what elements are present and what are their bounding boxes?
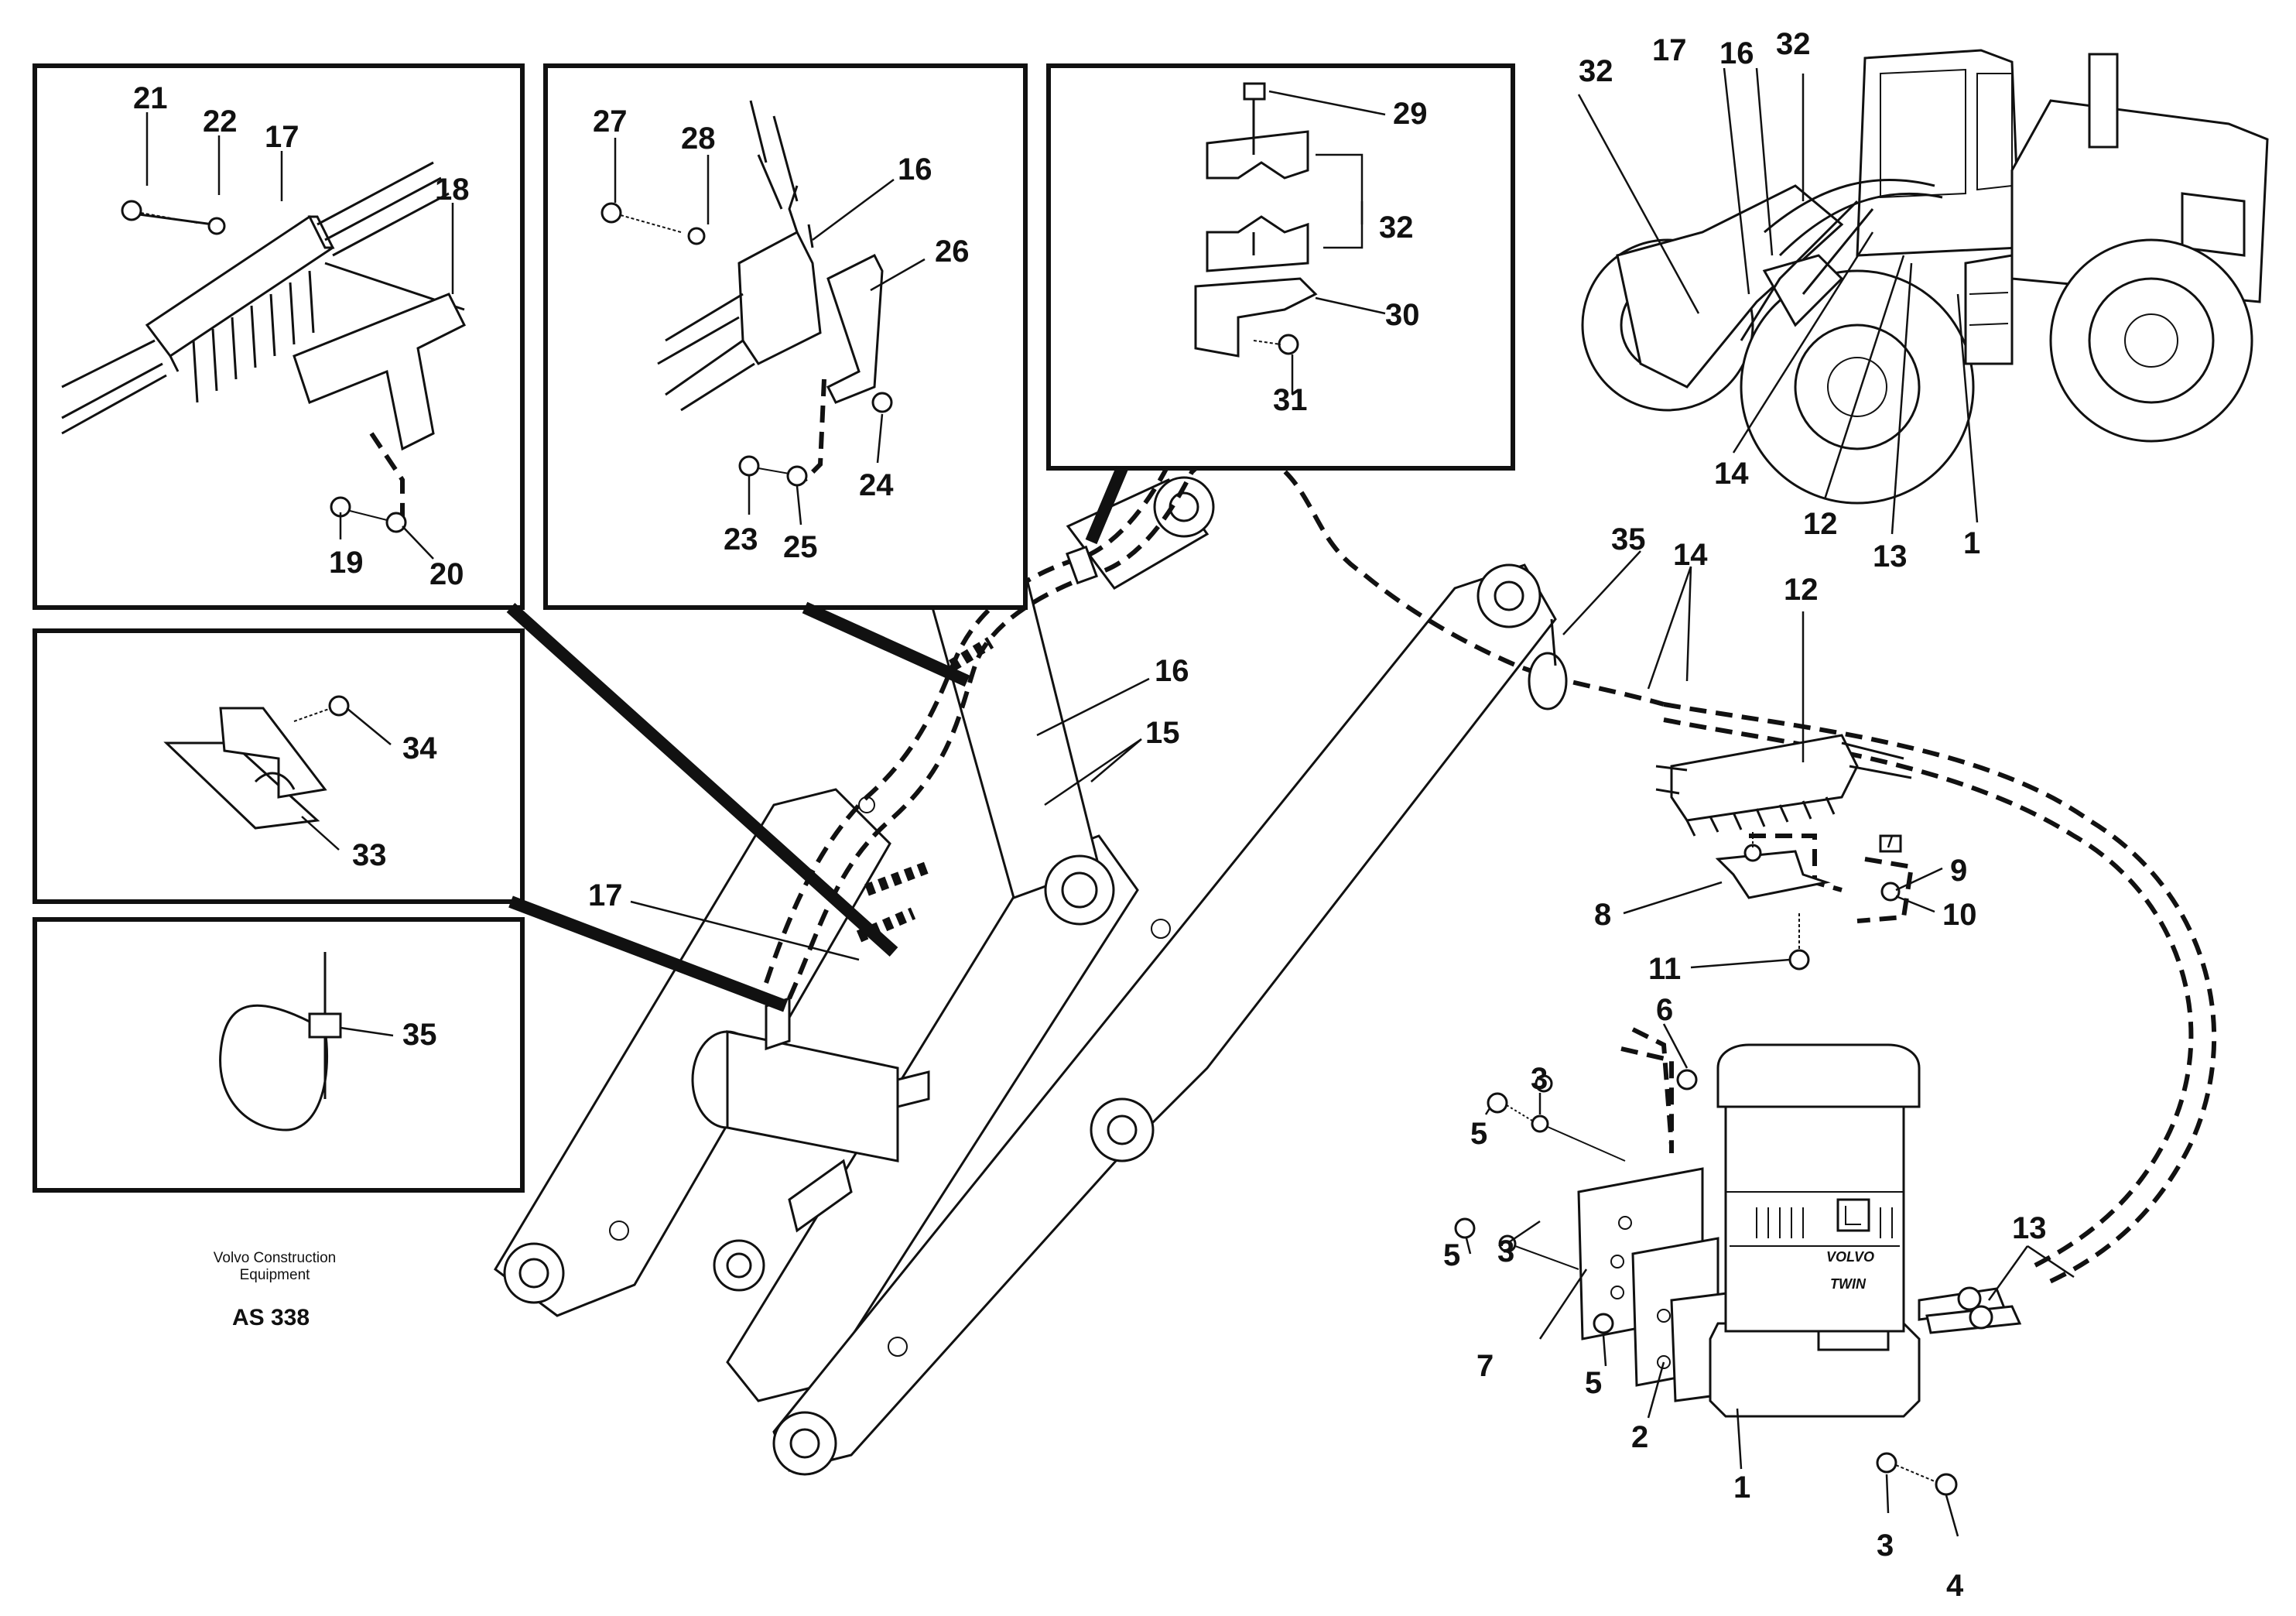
callout-18: 18 (435, 173, 470, 207)
callout-35-inset: 35 (402, 1018, 437, 1052)
callout-23: 23 (724, 522, 758, 556)
callout-33: 33 (352, 838, 387, 872)
callout-5-top: 5 (1470, 1117, 1487, 1151)
callout-13: 13 (2012, 1211, 2047, 1245)
callout-2: 2 (1631, 1420, 1648, 1454)
callout-28: 28 (681, 122, 716, 156)
callout-35: 35 (1611, 522, 1646, 556)
callout-12: 12 (1784, 573, 1819, 607)
inset-cable-tie-35 (33, 917, 525, 1193)
inset-distributor-17 (33, 63, 525, 610)
credit-line-2: Equipment (240, 1267, 311, 1283)
callout-4: 4 (1946, 1569, 1964, 1603)
hose-routing (764, 438, 2217, 1287)
leader-lines (145, 67, 2075, 1537)
callout-16-loader: 16 (1719, 36, 1754, 70)
callout-32-left: 32 (1579, 54, 1613, 88)
vent-slots (1756, 1207, 1893, 1238)
distributor-12 (1655, 734, 1912, 971)
callout-34: 34 (402, 731, 437, 765)
wheel-loader-overview (1581, 49, 2269, 505)
callout-16-boom: 16 (1155, 654, 1189, 688)
callout-12-loader: 12 (1803, 507, 1838, 541)
callout-29: 29 (1393, 97, 1428, 131)
drawing-code: AS 338 (232, 1305, 310, 1330)
credit-line-1: Volvo Construction (214, 1250, 336, 1266)
callout-5-mid: 5 (1443, 1238, 1460, 1272)
callout-16: 16 (898, 152, 932, 187)
callout-21: 21 (133, 81, 168, 115)
callout-6: 6 (1656, 993, 1673, 1027)
callout-22: 22 (203, 104, 238, 139)
callout-14-loader: 14 (1714, 457, 1749, 491)
pump-brand: VOLVO (1826, 1249, 1874, 1265)
callout-3-top: 3 (1531, 1062, 1548, 1096)
callout-3-mid: 3 (1497, 1234, 1514, 1268)
callout-17-boom: 17 (588, 878, 623, 912)
callout-3-bottom: 3 (1877, 1529, 1894, 1563)
callout-5-low: 5 (1585, 1366, 1602, 1400)
callout-17-loader: 17 (1652, 33, 1687, 67)
lift-arm-assembly (494, 476, 1557, 1476)
pump-model: TWIN (1830, 1276, 1867, 1292)
cable-tie-on-hose (1528, 618, 1568, 710)
callout-7: 7 (1476, 1349, 1494, 1383)
callout-32: 32 (1379, 211, 1414, 245)
lube-pump-unit (1454, 1043, 2022, 1496)
inset-block-16 (543, 63, 1028, 610)
callout-32-right: 32 (1776, 27, 1811, 61)
inset-clip-33 (33, 628, 525, 904)
callout-25: 25 (783, 530, 818, 564)
callout-1: 1 (1733, 1470, 1750, 1505)
inset-clamp-32 (1046, 63, 1515, 471)
callout-15: 15 (1145, 716, 1180, 750)
callout-labels: 21 22 17 18 19 20 27 28 16 26 23 25 24 2… (133, 27, 2047, 1603)
callout-11: 11 (1648, 952, 1681, 986)
callout-26: 26 (935, 235, 970, 269)
callout-27: 27 (593, 104, 628, 139)
callout-19: 19 (329, 546, 364, 580)
inset-connectors (506, 465, 1128, 1012)
callout-30: 30 (1385, 298, 1420, 332)
callout-8: 8 (1594, 898, 1611, 932)
callout-9: 9 (1950, 854, 1967, 888)
callout-1-loader: 1 (1963, 526, 1980, 560)
callout-10: 10 (1942, 898, 1977, 932)
callout-24: 24 (859, 468, 894, 502)
callout-17: 17 (265, 120, 299, 154)
callout-20: 20 (429, 557, 464, 591)
callout-14: 14 (1673, 538, 1708, 572)
callout-31: 31 (1273, 383, 1308, 417)
callout-13-loader: 13 (1873, 539, 1908, 573)
